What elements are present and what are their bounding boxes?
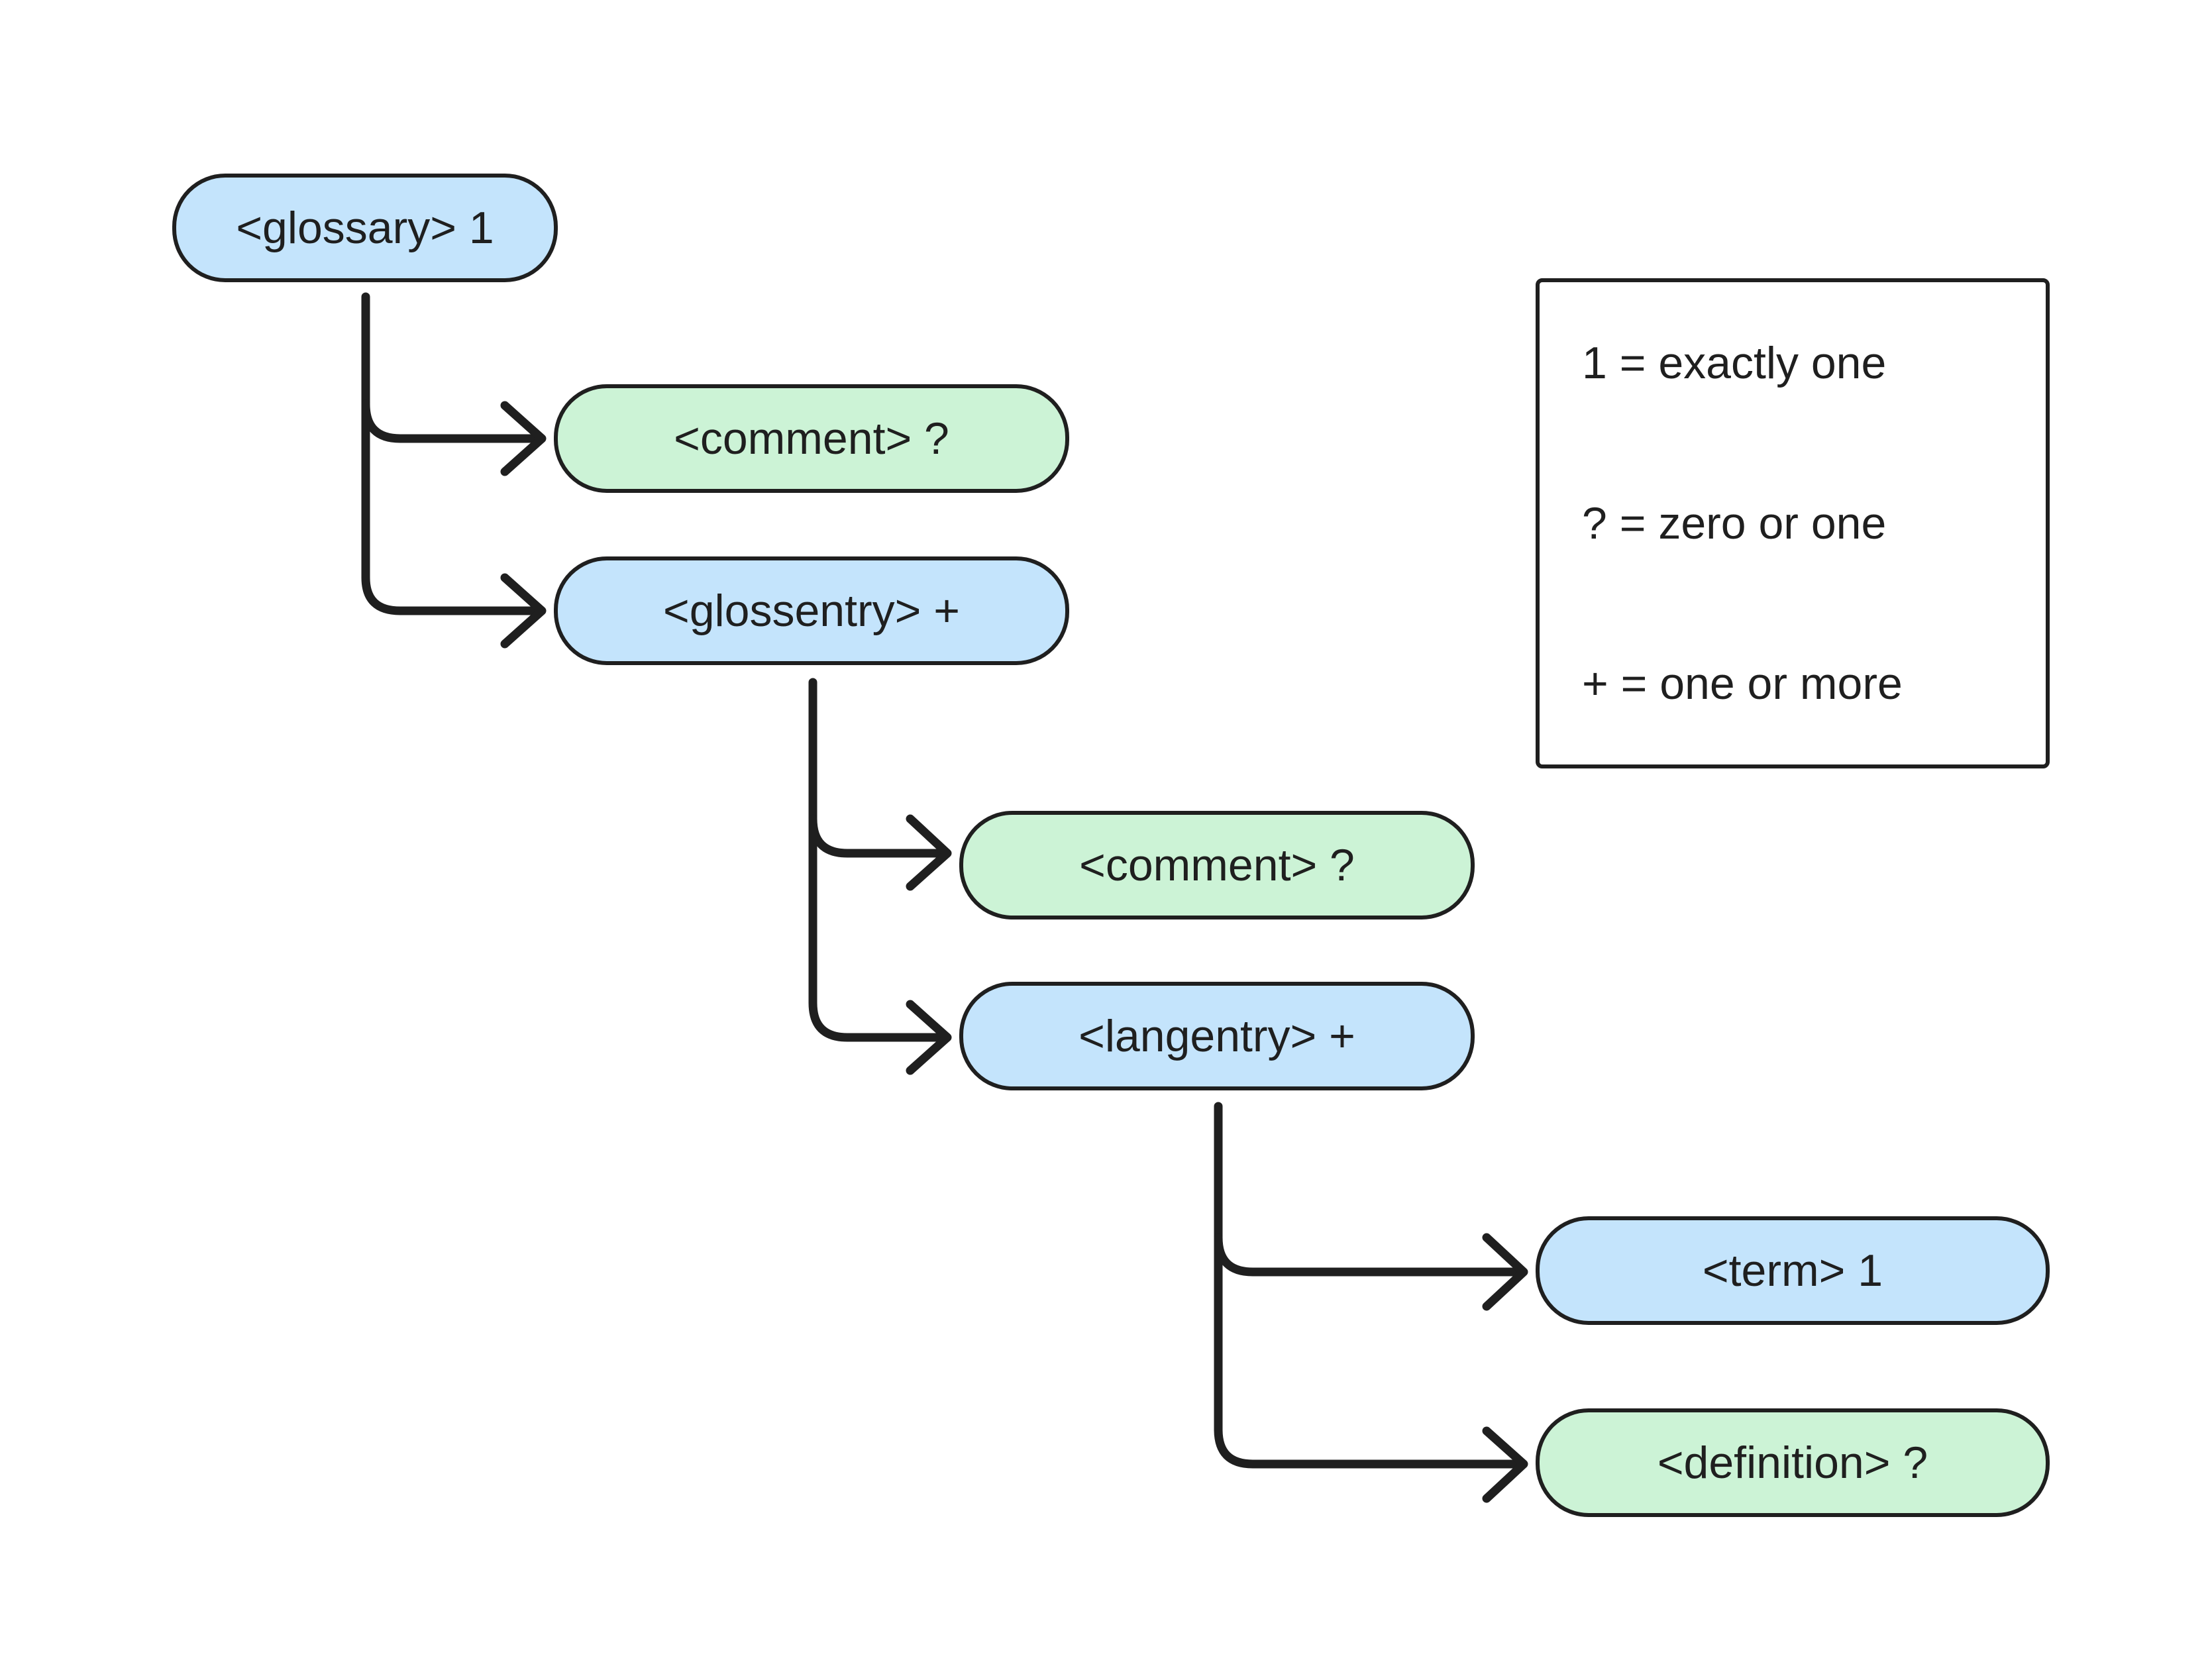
arrowhead-langentry-to-definition xyxy=(1482,1426,1528,1503)
legend-item-zero-or-one: ? = zero or one xyxy=(1582,498,1887,549)
legend-item-one-or-more: + = one or more xyxy=(1582,658,1903,709)
node-term: <term> 1 xyxy=(1536,1216,2050,1325)
arrowhead-langentry-to-term xyxy=(1482,1233,1528,1311)
legend-box: 1 = exactly one ? = zero or one + = one … xyxy=(1536,278,2050,768)
node-glossentry: <glossentry> + xyxy=(554,556,1069,665)
arrowhead-glossary-to-glossentry xyxy=(500,573,547,649)
connector-glossary-to-comment xyxy=(361,292,541,443)
connector-langentry-to-term xyxy=(1214,1102,1523,1277)
node-langentry: <langentry> + xyxy=(959,982,1475,1090)
node-definition: <definition> ? xyxy=(1536,1408,2050,1517)
legend-item-exactly-one: 1 = exactly one xyxy=(1582,338,1887,388)
connector-langentry-to-definition xyxy=(1214,1233,1523,1469)
connector-glossary-to-glossentry xyxy=(361,399,541,615)
arrowhead-glossary-to-comment xyxy=(500,401,547,476)
arrowhead-glossentry-to-comment xyxy=(906,814,952,891)
node-glossary: <glossary> 1 xyxy=(172,174,558,282)
node-comment-2: <comment> ? xyxy=(959,811,1475,919)
node-comment-1: <comment> ? xyxy=(554,384,1069,493)
connector-glossentry-to-langentry xyxy=(808,814,947,1042)
arrowhead-glossentry-to-langentry xyxy=(906,1000,952,1075)
